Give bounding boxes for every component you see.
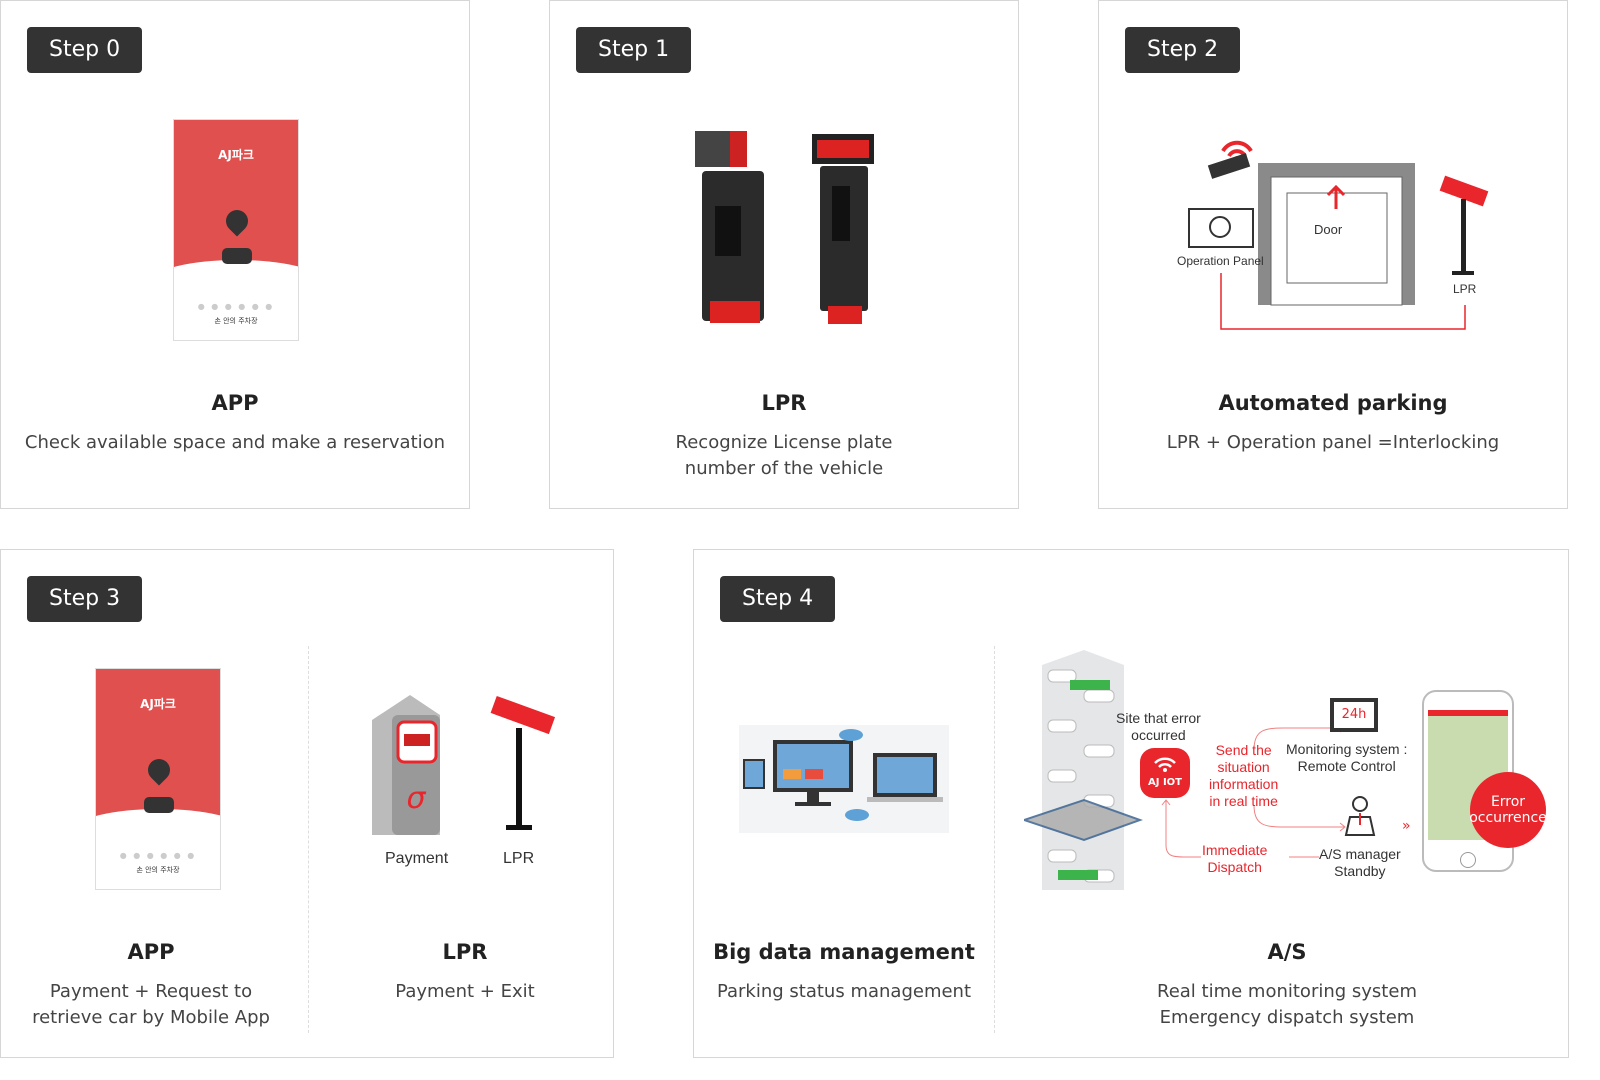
step-desc: Recognize License plate number of the ve…	[675, 432, 893, 479]
error-occurrence-badge: Error occurrence	[1469, 772, 1547, 848]
immediate-dispatch-label: Immediate Dispatch	[1202, 842, 1268, 875]
step-4-as: Site that error occurred AJ IOT Send the…	[1004, 550, 1570, 1057]
step-title: LPR	[761, 391, 807, 415]
automated-parking-diagram	[1188, 140, 1489, 330]
as-manager-icon	[1344, 796, 1376, 836]
step-badge: Step 4	[720, 576, 836, 622]
step-0-panel: Step 0 AJ파크 ● ● ● ● ● ● 손 안의 주차장 APP Che…	[0, 0, 470, 509]
app-caption: 손 안의 주차장	[136, 866, 180, 874]
wifi-icon	[1154, 757, 1176, 772]
pager-dots: ● ● ● ● ● ●	[119, 851, 197, 860]
app-screenshot: AJ파크 ● ● ● ● ● ● 손 안의 주차장	[173, 119, 299, 341]
step-2-panel: Step 2 Door Operation Panel LPR Automate…	[1098, 0, 1568, 509]
as-manager-label: A/S manager Standby	[1319, 846, 1401, 879]
payment-label: Payment	[385, 850, 449, 867]
send-info-label: Send the situation information in real t…	[1209, 742, 1279, 809]
lpr-device-icon	[695, 131, 874, 324]
step-desc: Payment + Request to retrieve car by Mob…	[32, 981, 270, 1028]
step-badge: Step 0	[27, 27, 143, 73]
24h-label: 24h	[1341, 707, 1367, 722]
lpr-label: LPR	[1453, 282, 1477, 296]
step-4-bigdata: Big data management Parking status manag…	[694, 550, 994, 1057]
payment-kiosk-and-lpr-icon: σ	[372, 695, 556, 835]
step-3-lpr: σ Payment LPR LPR Payment + Exit	[315, 550, 615, 1057]
step-title: APP	[127, 940, 175, 964]
operation-panel-label: Operation Panel	[1177, 254, 1264, 268]
monitor-24h-icon: 24h	[1330, 698, 1378, 732]
lpr-label: LPR	[503, 850, 535, 867]
step-desc: LPR + Operation panel =Interlocking	[1166, 432, 1500, 453]
app-logo: AJ파크	[218, 148, 254, 162]
app-caption: 손 안의 주차장	[214, 317, 258, 325]
step-badge: Step 2	[1125, 27, 1241, 73]
step-title: APP	[211, 391, 259, 415]
parking-tower-icon	[1024, 650, 1143, 890]
step-title: Automated parking	[1218, 391, 1448, 415]
step-desc: Parking status management	[716, 981, 972, 1002]
divider	[994, 646, 995, 1033]
app-logo: AJ파크	[140, 697, 176, 711]
step-desc: Real time monitoring system Emergency di…	[1157, 981, 1417, 1028]
step-badge: Step 3	[27, 576, 143, 622]
svg-text:σ: σ	[406, 781, 426, 816]
step-1-panel: Step 1 LPR Recognize License plate numbe…	[549, 0, 1019, 509]
step-title: Big data management	[713, 940, 975, 964]
app-screenshot: AJ파크 ● ● ● ● ● ● 손 안의 주차장	[95, 668, 221, 890]
step-desc: Payment + Exit	[395, 981, 535, 1002]
aj-iot-badge: AJ IOT	[1140, 748, 1190, 798]
double-chevron-icon: »	[1402, 818, 1411, 834]
pager-dots: ● ● ● ● ● ●	[197, 302, 275, 311]
step-desc: Check available space and make a reserva…	[24, 432, 446, 453]
car-icon	[222, 248, 252, 264]
step-badge: Step 1	[576, 27, 692, 73]
step-title: A/S	[1267, 940, 1307, 964]
aj-iot-label: AJ IOT	[1148, 777, 1182, 788]
step-4-panel: Step 4 Big data management Parking statu…	[693, 549, 1569, 1058]
devices-dashboard-icon	[739, 725, 949, 833]
divider	[308, 646, 309, 1033]
car-icon	[144, 797, 174, 813]
step-3-app: AJ파크 ● ● ● ● ● ● 손 안의 주차장 APP Payment + …	[1, 550, 301, 1057]
monitoring-system-label: Monitoring system : Remote Control	[1286, 741, 1408, 774]
door-label: Door	[1314, 222, 1343, 237]
step-title: LPR	[442, 940, 488, 964]
site-error-label: Site that error occurred	[1116, 710, 1201, 743]
step-3-panel: Step 3 AJ파크 ● ● ● ● ● ● 손 안의 주차장 APP Pay…	[0, 549, 614, 1058]
